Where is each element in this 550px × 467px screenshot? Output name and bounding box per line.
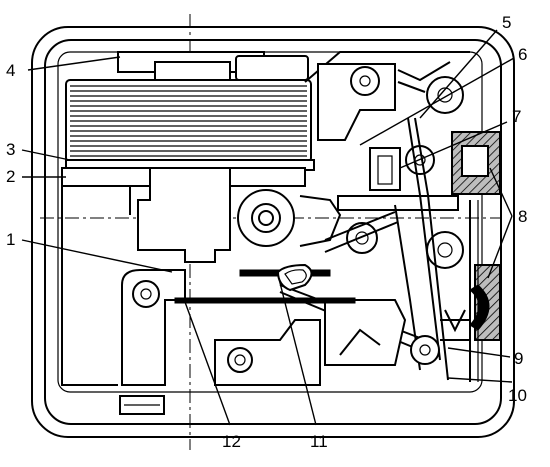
- callout-5: 5: [502, 13, 511, 32]
- callout-1: 1: [6, 230, 15, 249]
- callout-4: 4: [6, 61, 15, 80]
- magnet-core: [137, 167, 231, 263]
- actuator-rod-1: [407, 117, 441, 361]
- lower-contact-frame: [324, 299, 407, 366]
- contact-block: [369, 147, 401, 191]
- actuator-rod-2: [414, 117, 449, 381]
- callout-6: 6: [518, 45, 527, 64]
- coil-left-block: [61, 167, 151, 187]
- side-plate: [337, 195, 459, 211]
- contact-spring-upper: [324, 211, 399, 253]
- callout-3: 3: [6, 140, 15, 159]
- lower-contact-spring: [339, 328, 381, 356]
- callout-9: 9: [514, 349, 523, 368]
- insulator-upper-core: [461, 145, 489, 177]
- callout-12: 12: [222, 432, 241, 451]
- top-screw-1-inner: [359, 75, 371, 87]
- bottom-screw-inner: [234, 354, 246, 366]
- frame-top-right: [304, 51, 470, 83]
- leader-lines: [21, 29, 515, 426]
- lower-contact-pivot: [410, 335, 440, 365]
- lower-contact-pivot-inner: [419, 344, 431, 356]
- callout-7: 7: [512, 107, 521, 126]
- top-screw-2-inner: [437, 87, 453, 103]
- housing-inner-line: [57, 51, 483, 393]
- callout-2: 2: [6, 167, 15, 186]
- coil-right-block: [229, 167, 306, 187]
- mid-screw-left-inner: [355, 231, 369, 245]
- armature-lever: [299, 195, 342, 247]
- clamp-piece: [276, 263, 313, 292]
- top-screw-1: [350, 66, 380, 96]
- housing-outer: [31, 26, 515, 438]
- mid-screw-right-inner: [437, 242, 453, 258]
- callout-10: 10: [508, 386, 527, 405]
- callout-8: 8: [518, 207, 527, 226]
- callout-11: 11: [310, 432, 328, 451]
- spring-arm-top: [397, 61, 451, 93]
- coil-top-cap: [235, 55, 309, 81]
- bottom-screw: [227, 347, 253, 373]
- contact-block-inner: [377, 155, 393, 185]
- top-screw-2: [426, 76, 464, 114]
- left-bracket-screw: [132, 280, 160, 308]
- coil-winding: [65, 79, 312, 163]
- left-frame: [61, 185, 131, 386]
- coil-yoke-tab: [154, 61, 231, 81]
- mid-screw-left: [346, 222, 378, 254]
- flat-spring-12: [174, 297, 356, 304]
- housing-inner: [44, 39, 502, 425]
- left-bracket-screw-inner: [140, 288, 152, 300]
- armature-pivot-inner: [258, 210, 274, 226]
- lower-spring-coil: [440, 309, 470, 341]
- clamp-piece-inner: [284, 269, 307, 285]
